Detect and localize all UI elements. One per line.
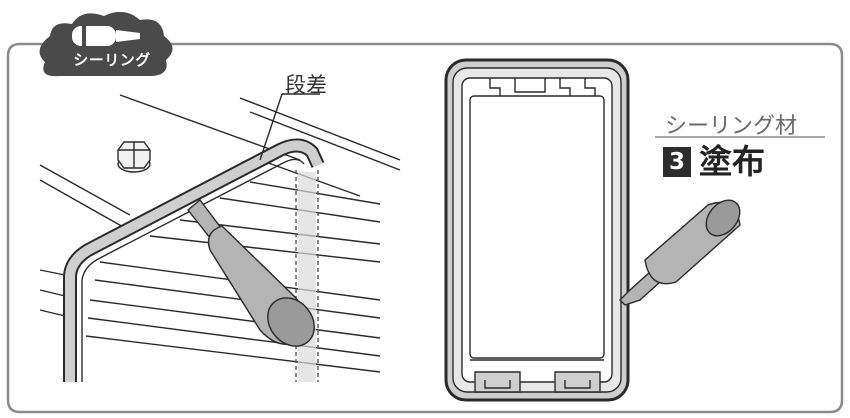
- step-text: 塗布: [699, 142, 765, 181]
- sealant-gun-icon: [619, 199, 741, 306]
- right-figure: [444, 58, 630, 402]
- step-instruction: 3 塗布: [663, 145, 765, 179]
- sealant-gun-icon: [187, 198, 315, 347]
- sealant-tube-icon: [72, 26, 140, 46]
- bolt-icon: [117, 141, 151, 173]
- sealing-badge: [39, 11, 173, 77]
- left-figure: [39, 94, 401, 382]
- panel-frame: [6, 42, 844, 414]
- sealing-badge-label: シーリング: [73, 51, 151, 69]
- sealant-callout-label: シーリング材: [665, 114, 798, 139]
- step-callout-label: 段差: [285, 73, 327, 97]
- step-number: 3: [663, 147, 691, 177]
